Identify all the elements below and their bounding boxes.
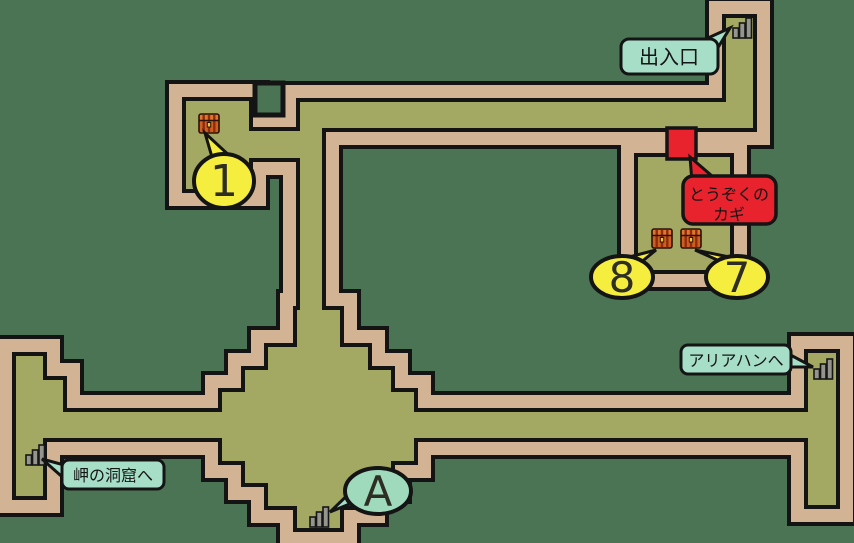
label-to-aliahan: アリアハンへ <box>679 343 814 376</box>
label-entrance: 出入口 <box>619 24 734 76</box>
wall-notch <box>252 80 286 118</box>
marker-pit-a-label: A <box>364 467 393 516</box>
label-to-aliahan-text: アリアハンへ <box>688 351 783 370</box>
locked-door <box>665 126 698 161</box>
treasure-chest-icon-1 <box>198 113 220 134</box>
marker-pit-a: A <box>328 466 413 516</box>
marker-chest-7: 7 <box>694 248 770 302</box>
label-thief-key-line1: とうぞくの <box>689 185 769 204</box>
marker-chest-7-label: 7 <box>724 253 751 302</box>
label-thief-key: とうぞくの カギ <box>681 153 778 226</box>
marker-chest-1: 1 <box>192 128 256 210</box>
label-to-cape-cave-text: 岬の洞窟へ <box>73 466 153 485</box>
label-thief-key-line2: カギ <box>713 205 745 224</box>
marker-chest-1-label: 1 <box>210 156 238 207</box>
treasure-chest-icon-7 <box>680 228 702 249</box>
marker-chest-8: 8 <box>589 248 657 302</box>
treasure-chest-icon-8 <box>651 228 673 249</box>
label-to-cape-cave: 岬の洞窟へ <box>41 457 166 491</box>
label-entrance-text: 出入口 <box>639 45 699 69</box>
marker-chest-8-label: 8 <box>609 253 636 302</box>
